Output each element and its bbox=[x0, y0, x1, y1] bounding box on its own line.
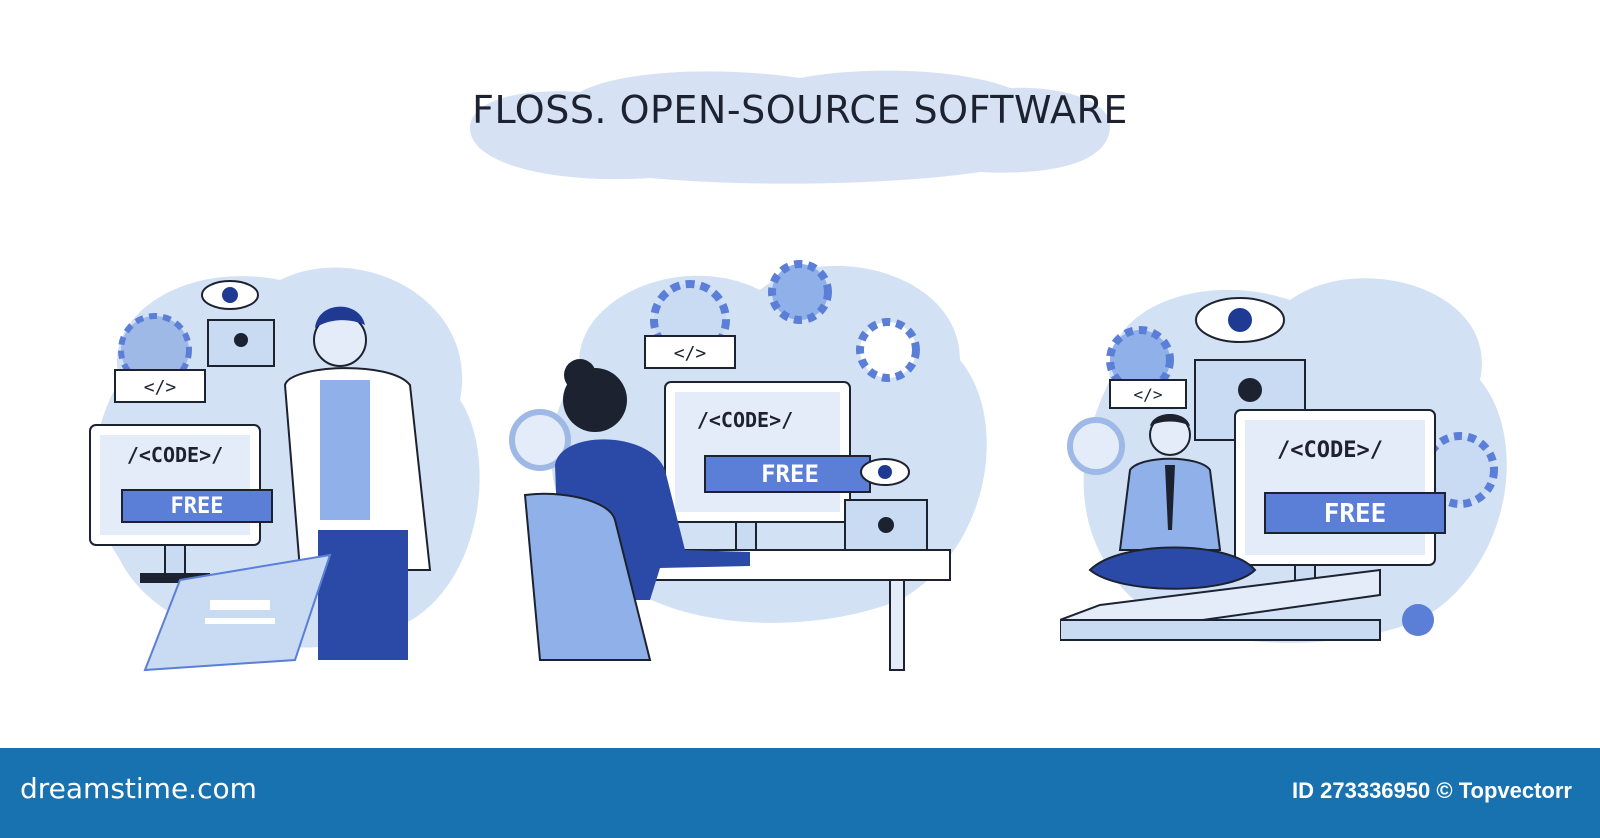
code-tag-badge: </> bbox=[1109, 379, 1187, 409]
gear-icon bbox=[118, 313, 192, 387]
gear-icon bbox=[856, 318, 920, 382]
person-standing bbox=[283, 306, 432, 660]
target-icon bbox=[1067, 417, 1125, 475]
svg-text:</>: </> bbox=[674, 343, 707, 364]
svg-text:FREE: FREE bbox=[171, 494, 224, 519]
image-credit: ID 273336950 © Topvectorr bbox=[1292, 778, 1572, 804]
page-title: FLOSS. OPEN-SOURCE SOFTWARE bbox=[472, 88, 1128, 132]
eye-lock-icon bbox=[1194, 297, 1306, 441]
svg-text:</>: </> bbox=[144, 377, 177, 398]
image-id: ID 273336950 bbox=[1292, 778, 1431, 803]
gear-icon bbox=[1422, 432, 1498, 508]
svg-text:</>: </> bbox=[1134, 385, 1163, 404]
svg-text:FREE: FREE bbox=[1324, 499, 1387, 529]
copyright-symbol: © bbox=[1436, 778, 1453, 803]
title-cloud bbox=[470, 70, 1110, 184]
footer-bar: dreamstime.com ID 273336950 © Topvectorr bbox=[0, 748, 1600, 838]
brand-logo[interactable]: dreamstime.com bbox=[20, 772, 257, 805]
scene-developer-meditating: </> /<CODE>/ FREE bbox=[1060, 278, 1507, 643]
monitor: /<CODE>/ FREE bbox=[1234, 409, 1446, 601]
gear-icon bbox=[1402, 604, 1434, 636]
document-card bbox=[143, 553, 332, 672]
eye-lock-icon bbox=[201, 280, 275, 367]
scene-developer-desk: </> /<CODE>/ FREE bbox=[509, 260, 987, 671]
svg-text:/<CODE>/: /<CODE>/ bbox=[127, 443, 223, 467]
monitor: /<CODE>/ FREE bbox=[664, 381, 871, 557]
illustration-stage: FLOSS. OPEN-SOURCE SOFTWARE </> /<CODE>/… bbox=[89, 70, 1507, 672]
platform bbox=[1060, 568, 1381, 642]
svg-text:FREE: FREE bbox=[761, 460, 819, 488]
scene-developer-standing: </> /<CODE>/ FREE bbox=[89, 267, 480, 672]
monitor: /<CODE>/ FREE bbox=[89, 424, 273, 583]
author-name[interactable]: Topvectorr bbox=[1458, 778, 1572, 803]
code-tag-badge: </> bbox=[114, 369, 206, 403]
svg-text:/<CODE>/: /<CODE>/ bbox=[1277, 438, 1383, 463]
target-icon bbox=[509, 409, 571, 471]
svg-text:/<CODE>/: /<CODE>/ bbox=[697, 408, 793, 432]
eye-lock-icon bbox=[844, 458, 928, 559]
person-meditating bbox=[1088, 414, 1257, 590]
code-tag-badge: </> bbox=[644, 335, 736, 369]
gear-icon bbox=[768, 260, 832, 324]
person-seated bbox=[523, 359, 750, 661]
